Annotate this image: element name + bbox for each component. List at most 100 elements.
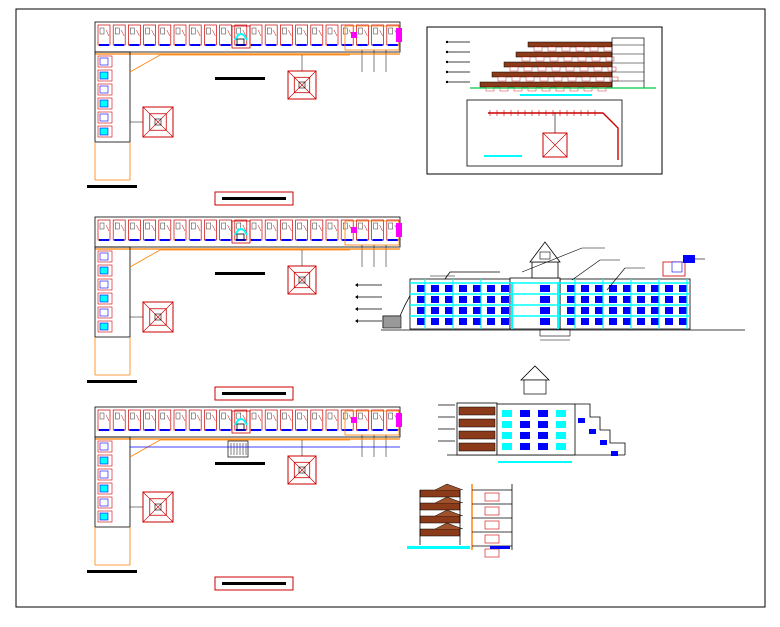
window <box>220 44 231 46</box>
window <box>431 285 439 292</box>
section-slab <box>419 528 461 537</box>
entrance-steps <box>382 315 402 329</box>
caption-underline <box>498 461 572 463</box>
bath-fixture <box>358 27 363 35</box>
window <box>99 44 109 46</box>
window <box>538 410 548 417</box>
wing-room <box>97 454 113 467</box>
window <box>567 318 575 325</box>
side-wing <box>94 51 131 143</box>
title-box <box>214 191 294 206</box>
window <box>595 285 603 292</box>
wing-room <box>97 69 113 82</box>
bath-fixture <box>327 27 333 35</box>
caption-underline <box>407 546 470 549</box>
rear-elevation <box>438 365 626 463</box>
plan-caption-bar <box>215 462 265 465</box>
window <box>459 296 467 303</box>
wing-room <box>97 111 113 124</box>
window <box>459 285 467 292</box>
window <box>595 296 603 303</box>
window <box>679 307 687 314</box>
window <box>417 318 425 325</box>
window <box>487 285 495 292</box>
window <box>311 44 322 46</box>
floor-slab <box>515 51 613 58</box>
wing-room <box>97 320 113 333</box>
window <box>637 296 645 303</box>
bath-fixture <box>388 27 393 35</box>
window <box>129 239 140 241</box>
key-box-frame <box>426 26 663 175</box>
window <box>281 239 292 241</box>
window <box>623 285 631 292</box>
window <box>445 285 453 292</box>
window <box>665 296 673 303</box>
bath-fixture <box>130 412 135 420</box>
bath-fixture <box>99 412 105 420</box>
window <box>342 239 353 241</box>
window <box>431 296 439 303</box>
window <box>502 421 512 428</box>
window <box>501 307 509 314</box>
window <box>342 44 353 46</box>
window <box>99 239 109 241</box>
bath-fixture <box>267 222 272 230</box>
window <box>520 443 530 450</box>
window <box>651 296 659 303</box>
window <box>502 410 512 417</box>
plan-ground-floor <box>87 21 402 206</box>
stair-core <box>231 410 251 434</box>
window <box>556 432 566 439</box>
key-plan-wing <box>488 112 619 160</box>
central-tower <box>509 277 561 330</box>
window <box>487 307 495 314</box>
window <box>175 239 185 241</box>
plan-caption-bar <box>87 570 137 573</box>
window <box>581 307 589 314</box>
window <box>372 239 383 241</box>
sheet-border <box>15 8 766 608</box>
window <box>665 318 673 325</box>
bath-fixture <box>190 412 196 420</box>
stair-core <box>231 220 251 244</box>
plan-caption-bar <box>87 380 137 383</box>
window <box>538 443 548 450</box>
window <box>266 44 277 46</box>
bath-fixture <box>358 412 363 420</box>
window <box>431 307 439 314</box>
title-box <box>214 576 294 591</box>
bath-fixture <box>221 222 226 230</box>
title-box <box>214 386 294 401</box>
window <box>637 318 645 325</box>
window <box>502 443 512 450</box>
bath-fixture <box>312 222 317 230</box>
window <box>266 429 277 431</box>
window <box>501 296 509 303</box>
section-details <box>407 483 513 558</box>
bath-fixture <box>99 222 105 230</box>
window <box>609 318 617 325</box>
window <box>296 44 307 46</box>
plan-second-floor <box>87 406 402 591</box>
tower-window <box>540 307 550 314</box>
wing-room <box>97 292 113 305</box>
tower-window <box>540 296 550 303</box>
bath-fixture <box>297 222 302 230</box>
window <box>567 285 575 292</box>
window <box>556 443 566 450</box>
key-plan-and-side-elevation <box>426 26 663 175</box>
window <box>609 296 617 303</box>
bath-fixture <box>327 222 333 230</box>
section-slab <box>419 515 461 524</box>
bath-fixture <box>175 412 181 420</box>
window <box>205 429 216 431</box>
stepped-profile <box>575 403 626 455</box>
bath-fixture <box>160 222 166 230</box>
window <box>623 307 631 314</box>
window <box>129 429 140 431</box>
porch <box>539 329 571 337</box>
wing-room <box>97 306 113 319</box>
wing-room <box>97 482 113 495</box>
wing-room <box>97 440 113 453</box>
